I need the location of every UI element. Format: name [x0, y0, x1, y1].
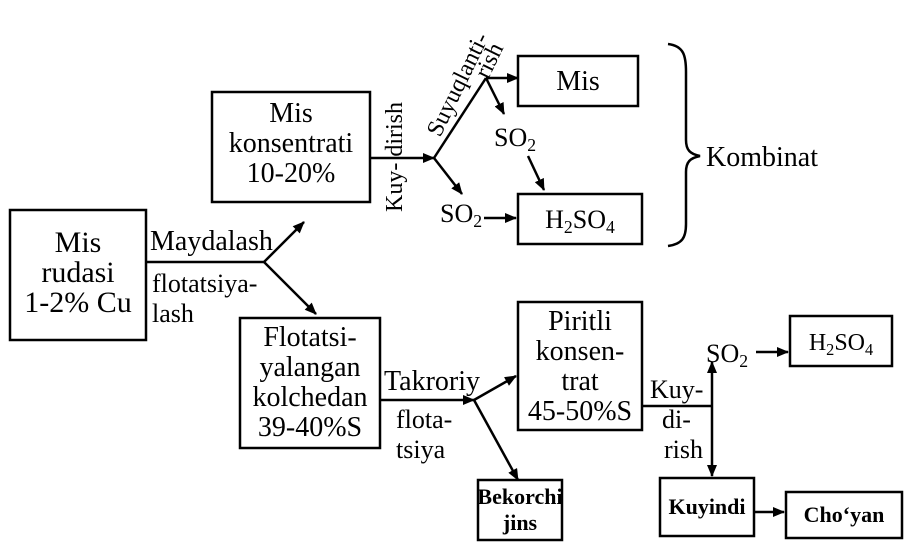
label-so2-a: SO2 [494, 123, 536, 155]
svg-text:kolchedan: kolchedan [252, 382, 367, 413]
piritli-text: Piritli konsen- trat 45-50%S [528, 306, 632, 427]
label-kuydirish-right: Kuy- di- rish [650, 375, 703, 464]
arrow-to-bekorchi [472, 399, 520, 481]
arrow-to-so2-a [484, 77, 506, 115]
svg-text:lash: lash [152, 299, 194, 328]
arrow-so2-a-to-h2so4 [526, 155, 546, 191]
svg-text:45-50%S: 45-50%S [528, 396, 632, 427]
arrow-to-piritli [473, 374, 517, 402]
svg-text:di-: di- [662, 405, 691, 434]
label-kuydirish-vertical: Kuy- dirish [382, 102, 408, 212]
svg-text:Bekorchi: Bekorchi [477, 484, 562, 509]
arrow-to-konsentrati [263, 221, 305, 263]
label-so2-b: SO2 [440, 199, 482, 231]
svg-text:yalangan: yalangan [259, 352, 360, 383]
box-h2so4-right [788, 314, 894, 368]
svg-text:1-2% Cu: 1-2% Cu [24, 286, 132, 319]
svg-text:39-40%S: 39-40%S [258, 412, 362, 443]
box-kuyindi [658, 476, 756, 538]
kombinat-brace [667, 42, 701, 248]
svg-text:flota-: flota- [396, 405, 452, 434]
box-mis [516, 54, 640, 108]
mis-rudasi-text: Mis rudasi 1-2% Cu [24, 226, 132, 319]
h2so4-right-text: H2SO4 [809, 330, 873, 359]
box-choyan [784, 490, 904, 540]
svg-text:10-20%: 10-20% [247, 158, 336, 189]
box-mis-rudasi [8, 208, 148, 342]
label-flotatsiya: flota- tsiya [396, 405, 452, 464]
svg-text:trat: trat [561, 366, 599, 397]
svg-text:flotatsiya-: flotatsiya- [152, 269, 257, 298]
svg-text:rish: rish [664, 435, 703, 464]
svg-text:Mis: Mis [55, 226, 102, 259]
choyan-text: Cho‘yan [804, 502, 885, 527]
svg-text:Kuy-: Kuy- [650, 375, 703, 404]
connector-suyuq [432, 77, 488, 159]
svg-text:rudasi: rudasi [41, 256, 114, 289]
label-takroriy: Takroriy [384, 366, 480, 397]
svg-text:jins: jins [502, 510, 538, 535]
box-h2so4-top [516, 192, 644, 246]
svg-text:Mis: Mis [269, 98, 313, 129]
label-maydalash: Maydalash [150, 226, 273, 257]
box-bekorchi [476, 478, 564, 542]
svg-text:konsentrati: konsentrati [229, 128, 354, 159]
arrow-to-flotatsiyalangan [263, 261, 317, 315]
svg-text:konsen-: konsen- [536, 336, 625, 367]
mis-konsentrati-text: Mis konsentrati 10-20% [229, 98, 354, 189]
box-mis-konsentrati [210, 90, 372, 204]
bekorchi-text: Bekorchi jins [477, 484, 562, 535]
label-kombinat: Kombinat [706, 142, 818, 173]
label-so2-c: SO2 [706, 339, 748, 371]
flotatsiyalangan-text: Flotatsi- yalangan kolchedan 39-40%S [252, 322, 367, 443]
svg-text:Piritli: Piritli [548, 306, 612, 337]
mis-text: Mis [556, 66, 600, 97]
label-flotatsiyalash: flotatsiya- lash [152, 269, 257, 328]
arrow-to-so2-b [433, 157, 463, 195]
box-piritli [516, 300, 644, 432]
svg-text:tsiya: tsiya [396, 435, 446, 464]
box-flotatsiyalangan [238, 316, 382, 450]
h2so4-top-text: H2SO4 [545, 205, 615, 237]
svg-text:Flotatsi-: Flotatsi- [263, 322, 356, 353]
kuyindi-text: Kuyindi [668, 494, 745, 519]
